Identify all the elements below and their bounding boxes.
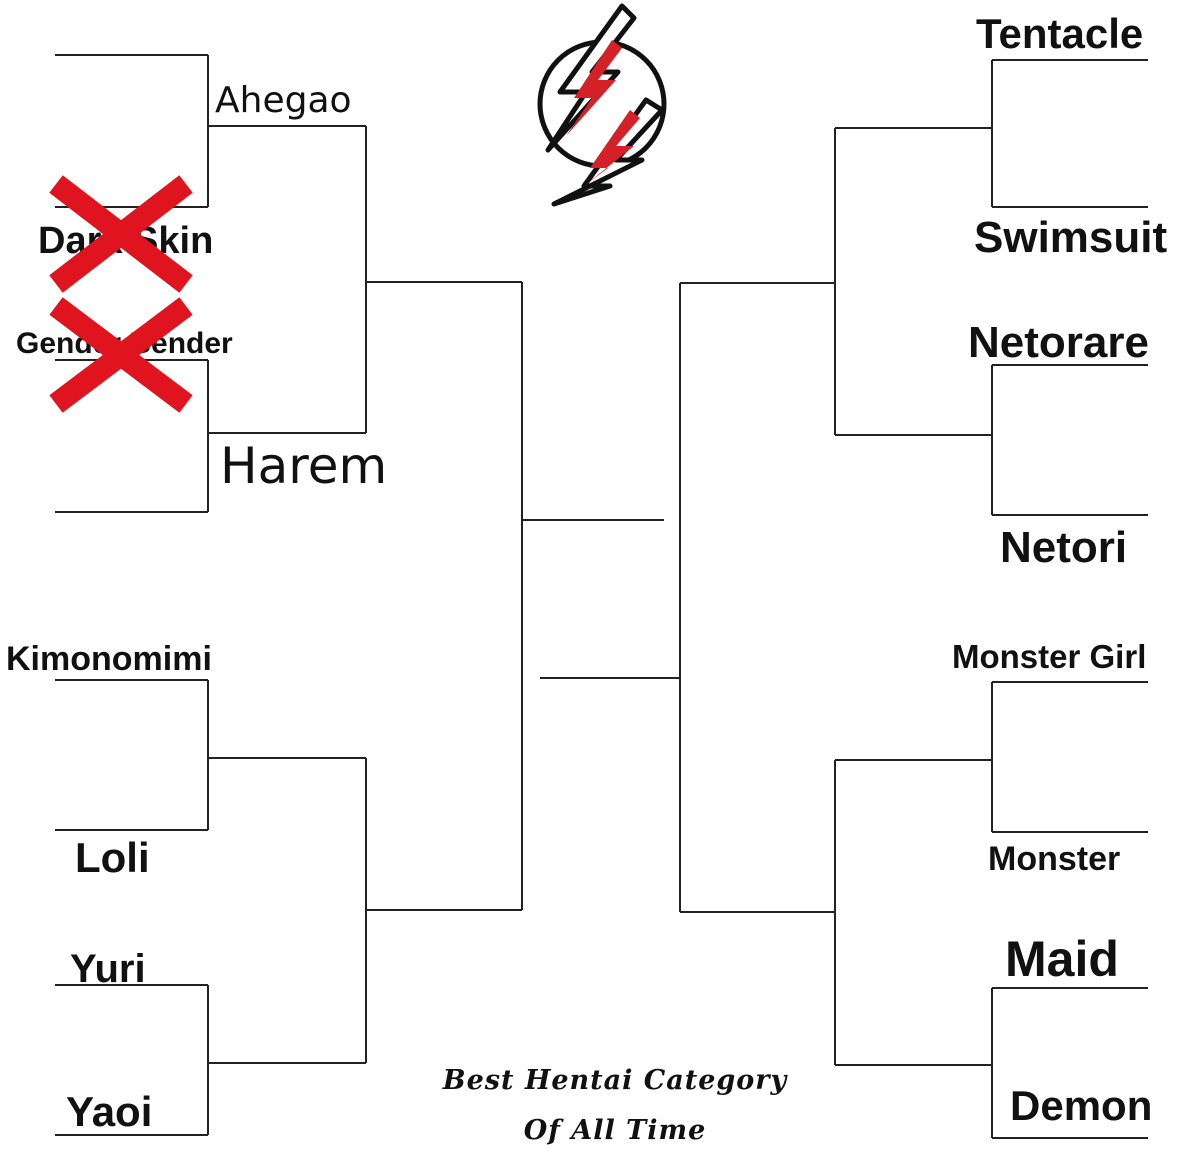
label-netori: Netori [1000,523,1127,572]
elimination-cross-gender-bender [49,297,193,413]
label-kimonomimi: Kimonomimi [6,640,212,678]
label-maid: Maid [1005,931,1119,987]
caption-line-1: Best Hentai Category [442,1065,789,1096]
label-tentacle: Tentacle [976,10,1143,57]
cross-stroke [49,175,193,293]
label-yuri: Yuri [70,947,146,991]
label-harem: Harem [220,437,387,495]
left-bottom-group [55,679,522,1136]
logo-emblem [537,3,667,207]
label-monster-girl: Monster Girl [952,638,1146,675]
label-ahegao: Ahegao [215,80,352,121]
logo-bolt-lower [551,97,665,207]
left-final-group [521,282,664,910]
caption-line-2: Of All Time [524,1115,707,1146]
label-yaoi: Yaoi [66,1088,152,1135]
label-netorare: Netorare [968,318,1149,367]
label-swimsuit: Swimsuit [974,213,1167,262]
label-demon: Demon [1010,1082,1152,1129]
cross-stroke [49,297,193,413]
right-top-group [680,59,1148,516]
label-loli: Loli [75,834,150,881]
right-final-group [540,283,681,912]
elimination-cross-dark-skin [49,175,193,293]
label-monster: Monster [988,840,1120,878]
right-bottom-group [680,681,1148,1139]
logo-bolt-red-lower [584,110,640,186]
logo-bolt-red-upper [566,40,622,136]
